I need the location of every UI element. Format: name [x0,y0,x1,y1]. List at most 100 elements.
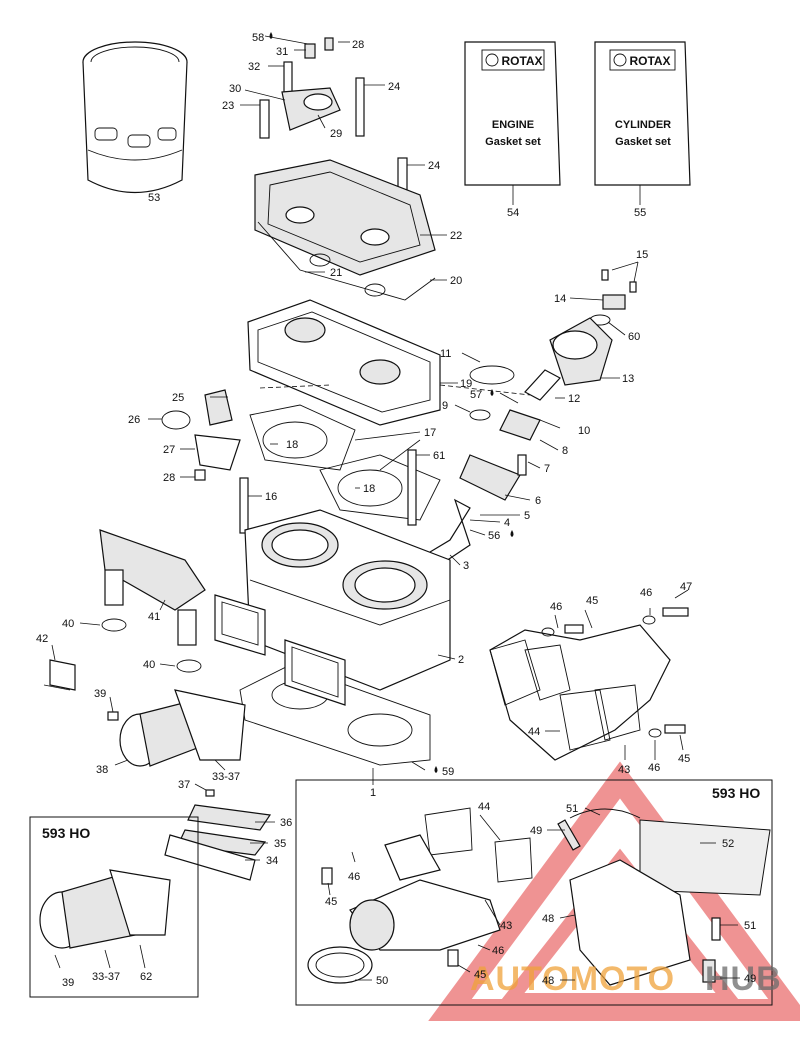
top-fittings [259,37,408,201]
inset-right-593ho: 593 HO [295,779,773,1006]
callout-41: 41 [148,611,160,623]
callout-37: 37 [178,779,190,791]
engine-kit-line2: Gasket set [485,136,541,148]
callout-4: 4 [504,517,510,529]
callout-50: 50 [376,975,388,987]
callout-24: 24 [388,81,400,93]
callout-45-b: 45 [678,753,690,765]
engine-kit-brand: ROTAX [501,54,542,68]
callout-44: 44 [528,726,540,738]
leader-lines [51,35,740,981]
callout-33-37: 33-37 [212,771,240,783]
callout-48: 48 [542,913,554,925]
drop-icon [490,389,494,396]
stud-bolts [239,449,417,534]
callout-46: 46 [640,587,652,599]
watermark-part2: HUB [705,960,782,998]
callout-23: 23 [222,100,234,112]
callout-55: 55 [634,207,646,219]
watermark-part1: AUTOMOTO [470,960,675,998]
callout-40: 40 [62,618,74,630]
thermostat-parts [161,384,331,481]
callout-46-b: 46 [550,601,562,613]
callout-16: 16 [265,491,277,503]
callout-25: 25 [172,392,184,404]
callout-59: 59 [442,766,454,778]
cylinder-kit-line1: CYLINDER [615,119,671,131]
sealant-drop-icons [269,32,514,773]
callout-1: 1 [370,787,376,799]
exhaust-manifold-43 [489,607,689,761]
cylinder-kit-line2: Gasket set [615,136,671,148]
callout-labels: 58 31 28 32 24 30 23 29 24 53 22 21 20 5… [36,32,756,989]
callout-48-b: 48 [542,975,554,987]
callout-10: 10 [578,425,590,437]
callout-45-d: 45 [474,969,486,981]
callout-28: 28 [352,39,364,51]
callout-3: 3 [463,560,469,572]
callout-29: 29 [330,128,342,140]
callout-33-37-b: 33-37 [92,971,120,983]
engine-kit-line1: ENGINE [492,119,534,131]
drop-icon [510,530,514,537]
engine-gasket-kit-54: ROTAX ENGINE Gasket set [464,41,561,186]
callout-56: 56 [488,530,500,542]
callout-46-d: 46 [348,871,360,883]
callout-20: 20 [450,275,462,287]
callout-18: 18 [286,439,298,451]
callout-40-b: 40 [143,659,155,671]
callout-47: 47 [680,581,692,593]
callout-14: 14 [554,293,566,305]
callout-26: 26 [128,414,140,426]
watermark-text: AUTOMOTO HUB [470,960,782,998]
callout-57: 57 [470,389,482,401]
callout-12: 12 [568,393,580,405]
cylinder-gasket-kit-55: ROTAX CYLINDER Gasket set [594,41,691,186]
callout-7: 7 [544,463,550,475]
callout-62: 62 [140,971,152,983]
callout-27: 27 [163,444,175,456]
callout-44-b: 44 [478,801,490,813]
callout-43-b: 43 [500,920,512,932]
callout-58: 58 [252,32,264,44]
inset-left-title: 593 HO [42,825,90,841]
callout-31: 31 [276,46,288,58]
callout-42: 42 [36,633,48,645]
callout-15: 15 [636,249,648,261]
callout-13: 13 [622,373,634,385]
callout-49-b: 49 [744,973,756,985]
cylinder-head-cover-22 [254,159,436,301]
callout-46-e: 46 [492,945,504,957]
callout-53: 53 [148,192,160,204]
callout-51-b: 51 [744,920,756,932]
callout-61: 61 [433,450,445,462]
callout-54: 54 [507,207,519,219]
callout-21: 21 [330,267,342,279]
callout-24-b: 24 [428,160,440,172]
callout-51: 51 [566,803,578,815]
drop-icon [269,32,273,39]
intake-manifold-41 [99,529,206,673]
callout-19: 19 [460,378,472,390]
callout-45: 45 [586,595,598,607]
callout-32: 32 [248,61,260,73]
callout-60: 60 [628,331,640,343]
callout-39-b: 39 [62,977,74,989]
callout-18-b: 18 [363,483,375,495]
callout-38: 38 [96,764,108,776]
callout-35: 35 [274,838,286,850]
callout-28-b: 28 [163,472,175,484]
inset-right-title: 593 HO [712,785,760,801]
bracket-42 [43,659,76,691]
callout-8: 8 [562,445,568,457]
callout-5: 5 [524,510,530,522]
cylinder-head-19 [247,299,441,426]
callout-34: 34 [266,855,278,867]
callout-46-c: 46 [648,762,660,774]
callout-2: 2 [458,654,464,666]
callout-9: 9 [442,400,448,412]
reed-components-34-37 [164,789,272,881]
callout-17: 17 [424,427,436,439]
callout-52: 52 [722,838,734,850]
